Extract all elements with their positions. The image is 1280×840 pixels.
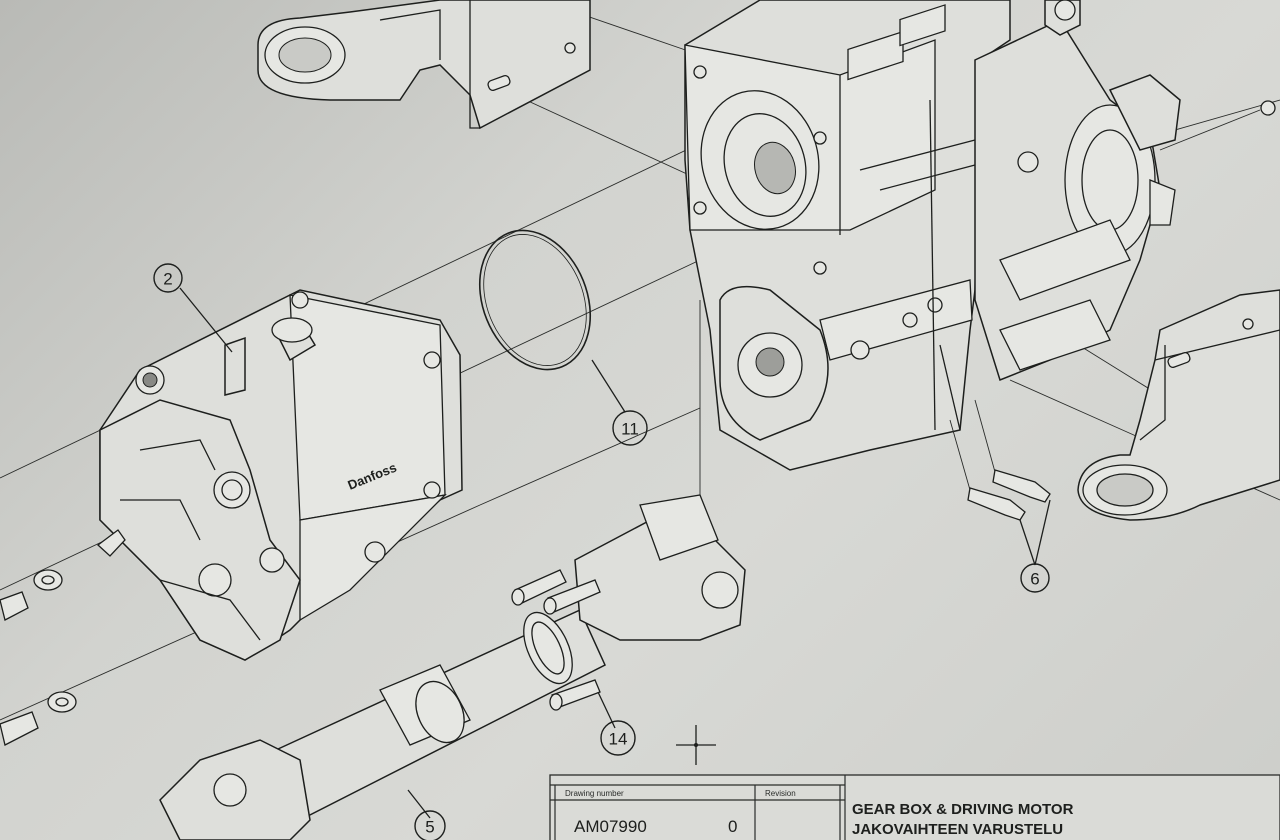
callout-5-label: 5 (425, 818, 434, 837)
centre-mark (676, 725, 716, 765)
gearbox-right-section (974, 0, 1276, 381)
title-english: GEAR BOX & DRIVING MOTOR (852, 801, 1074, 818)
gearbox-housing (684, 0, 1011, 471)
driving-motor: Danfoss (99, 287, 463, 661)
callout-2-label: 2 (163, 270, 172, 289)
drawing-number-label: Drawing number (565, 789, 624, 798)
top-left-mounting-bracket (257, 0, 591, 130)
left-fittings (0, 529, 126, 746)
callout-6: 6 (1020, 563, 1050, 593)
callout-11-label: 11 (621, 420, 639, 439)
title-finnish: JAKOVAIHTEEN VARUSTELU (852, 821, 1063, 838)
grease-nipples (949, 399, 1051, 566)
o-ring (478, 229, 626, 413)
callout-11: 11 (612, 410, 648, 446)
callout-2: 2 (153, 263, 183, 293)
drive-shaft (159, 494, 746, 840)
right-mounting-bracket (1077, 289, 1280, 521)
callout-14: 14 (600, 720, 636, 756)
callout-6-label: 6 (1030, 570, 1039, 589)
revision-label: Revision (765, 789, 796, 798)
drawing-number: AM07990 (574, 817, 647, 836)
title-block: Drawing number Revision AM07990 0 GEAR B… (549, 774, 1280, 840)
callout-14-label: 14 (609, 730, 628, 749)
callout-5: 5 (414, 810, 446, 840)
revision-number: 0 (728, 817, 737, 836)
